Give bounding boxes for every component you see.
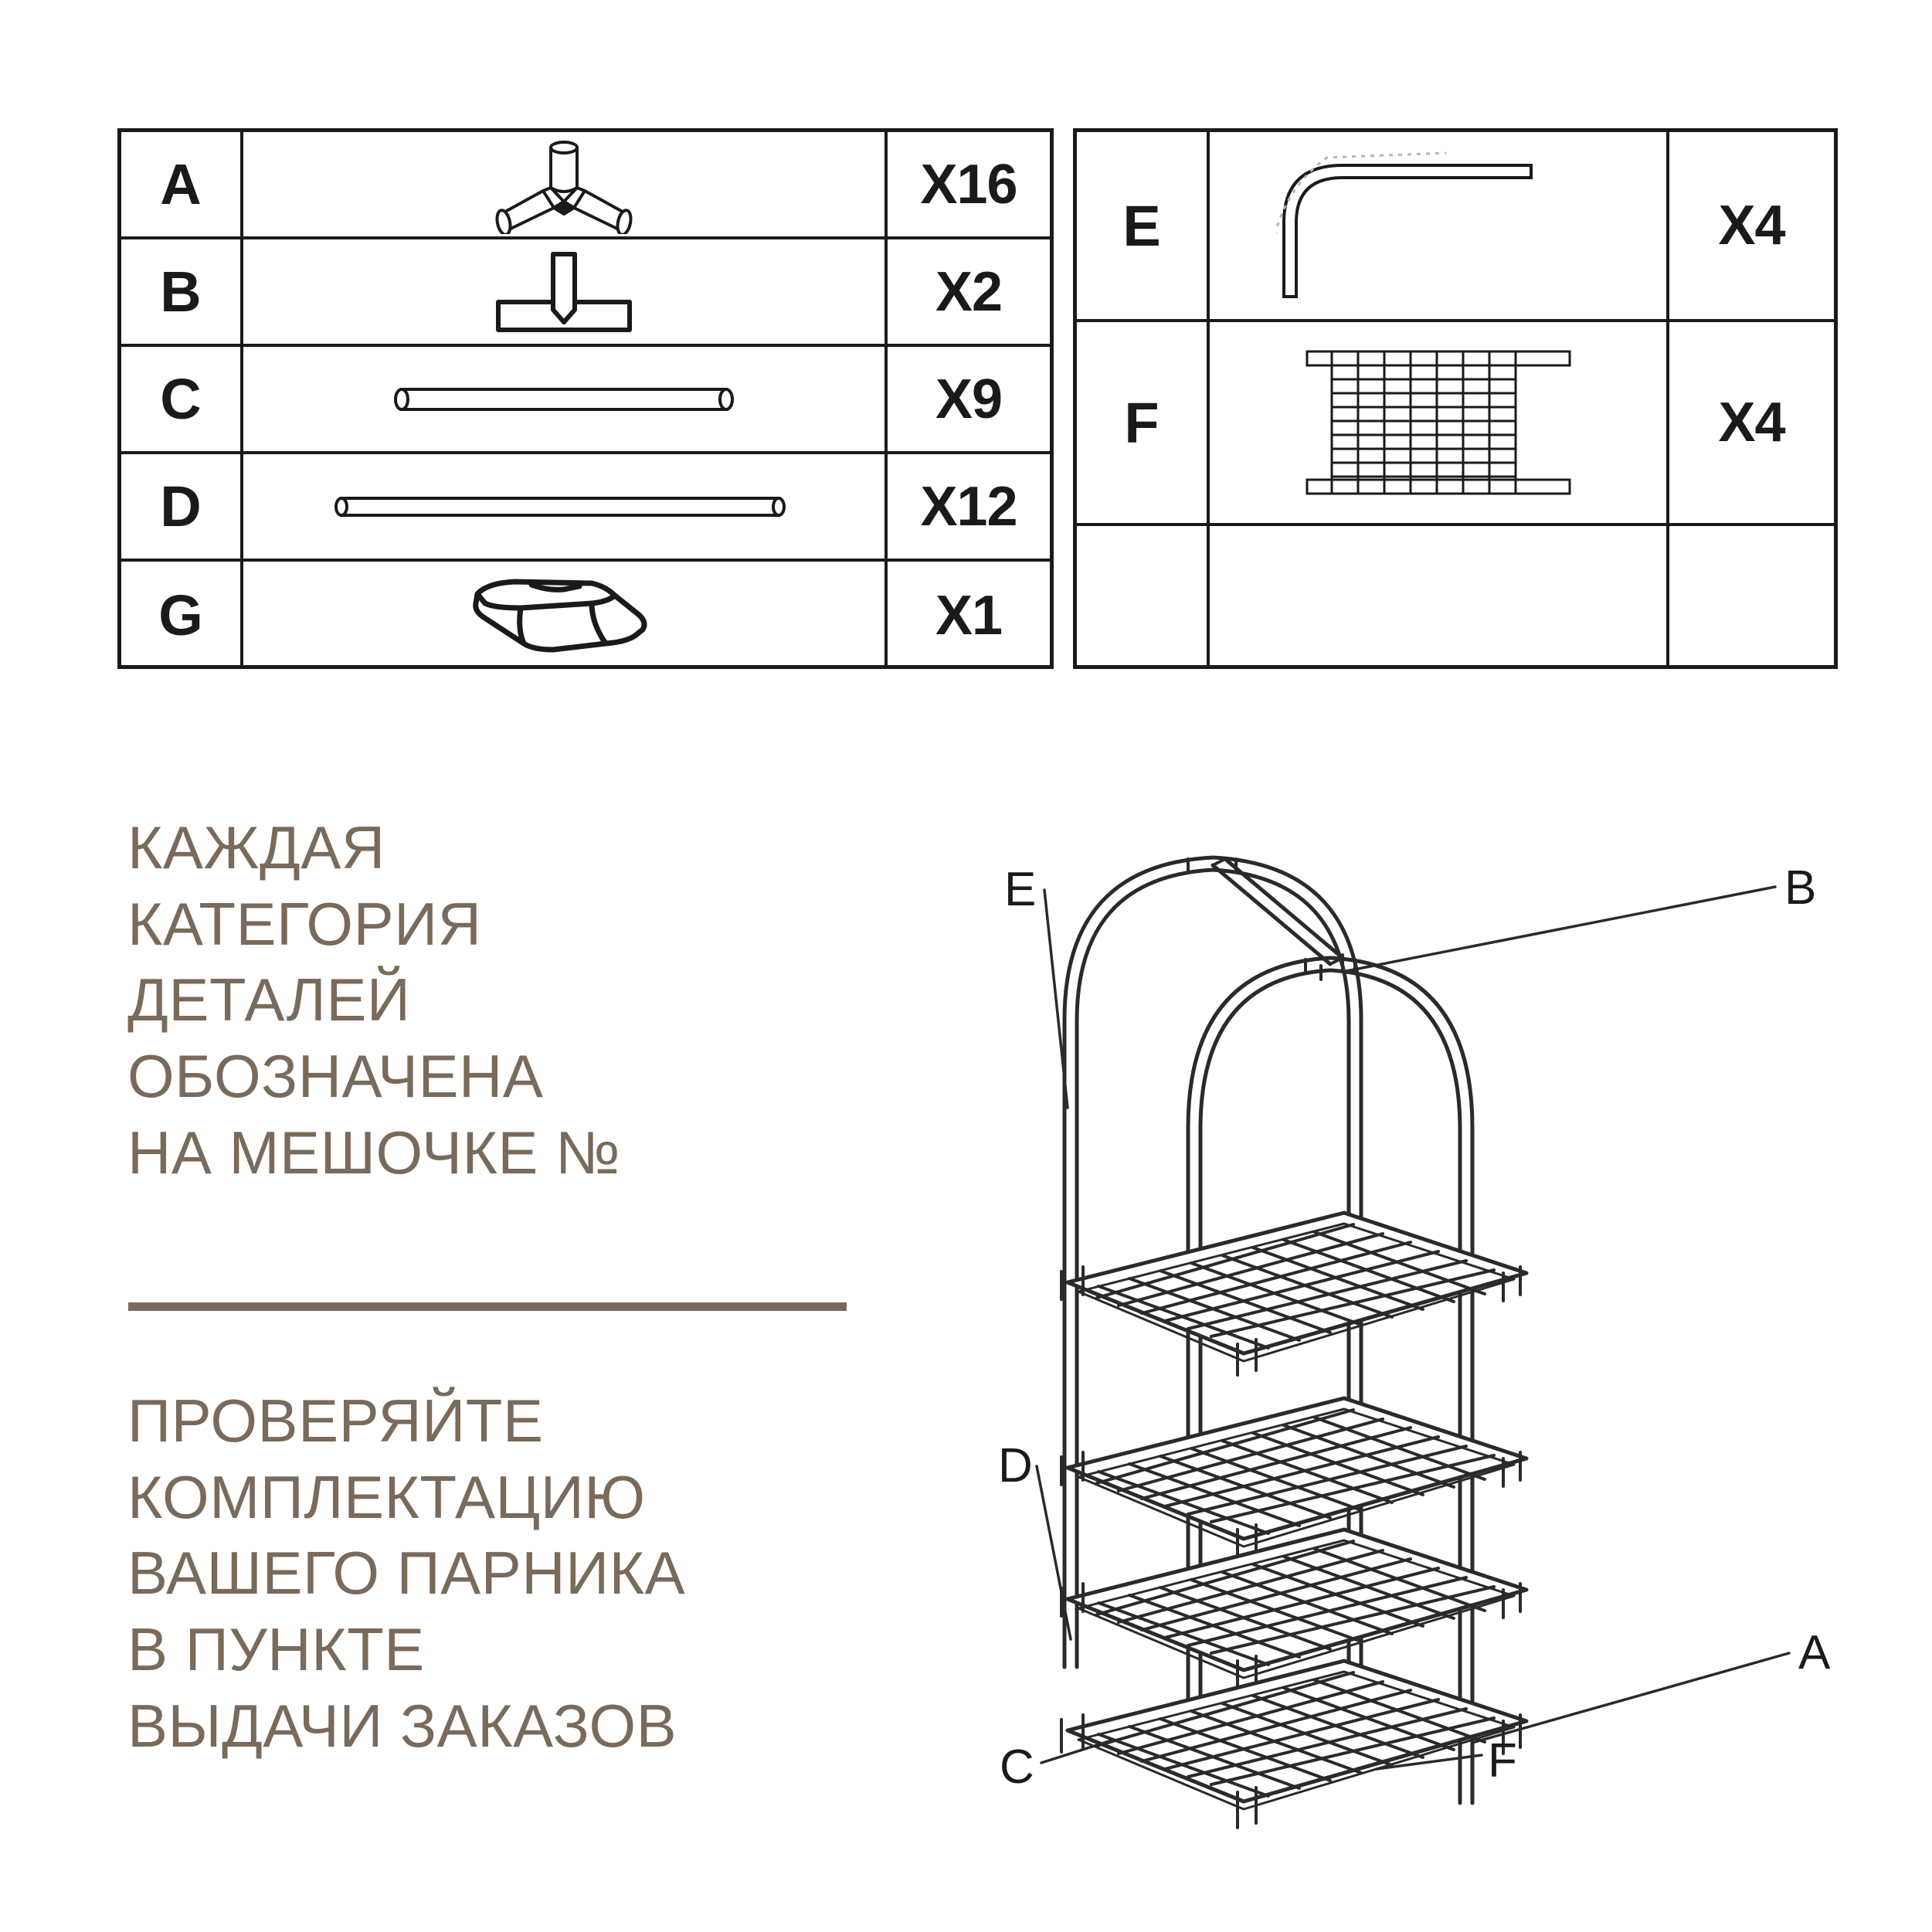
table-row: G X1 xyxy=(121,562,1050,669)
subline-block: ПРОВЕРЯЙТЕ КОМПЛЕКТАЦИЮ ВАШЕГО ПАРНИКА В… xyxy=(127,1383,1016,1764)
part-letter-f: F xyxy=(1077,322,1210,523)
part-letter-empty xyxy=(1077,526,1210,667)
part-qty-g: X1 xyxy=(935,584,1003,647)
part-letter-a: A xyxy=(121,132,243,236)
callout-label-b: B xyxy=(1784,861,1816,915)
part-letter-g: G xyxy=(121,562,243,669)
part-letter-b: B xyxy=(121,239,243,344)
parts-table-left: A xyxy=(117,128,1054,669)
part-qty-e: X4 xyxy=(1718,195,1785,256)
parts-table-right: E X4 F xyxy=(1073,128,1838,669)
table-row: B X2 xyxy=(121,239,1050,347)
three-way-corner-connector-icon xyxy=(243,132,888,236)
part-qty-a: X16 xyxy=(920,153,1017,216)
callout-label-c: C xyxy=(1000,1740,1034,1794)
curved-arch-tube-icon xyxy=(1210,132,1669,319)
callout-label-f: F xyxy=(1488,1734,1517,1788)
rolled-cover-bag-icon xyxy=(243,562,888,669)
headline-block: КАЖДАЯ КАТЕГОРИЯ ДЕТАЛЕЙ ОБОЗНАЧЕНА НА М… xyxy=(127,810,946,1190)
part-qty-c: X9 xyxy=(935,368,1003,430)
part-figure-empty xyxy=(1210,526,1669,667)
table-row: F xyxy=(1077,322,1834,526)
part-qty-f: X4 xyxy=(1718,392,1785,453)
part-qty-d: X12 xyxy=(920,475,1017,538)
table-row-empty xyxy=(1077,526,1834,667)
part-letter-e: E xyxy=(1077,132,1210,319)
subline-text: ПРОВЕРЯЙТЕ КОМПЛЕКТАЦИЮ ВАШЕГО ПАРНИКА В… xyxy=(127,1387,686,1760)
part-qty-b: X2 xyxy=(935,260,1003,323)
table-row: D X12 xyxy=(121,454,1050,562)
headline-text: КАЖДАЯ КАТЕГОРИЯ ДЕТАЛЕЙ ОБОЗНАЧЕНА НА М… xyxy=(127,813,621,1187)
table-row: A xyxy=(121,132,1050,239)
callout-label-d: D xyxy=(998,1439,1033,1492)
parts-list-section: A xyxy=(0,0,1932,742)
callout-label-a: A xyxy=(1798,1626,1831,1679)
table-row: E X4 xyxy=(1077,132,1834,322)
divider-rule xyxy=(128,1302,847,1311)
callout-label-e: E xyxy=(1004,863,1036,916)
part-qty-empty xyxy=(1669,526,1834,667)
table-row: C X9 xyxy=(121,347,1050,454)
greenhouse-rack-diagram: E B D A C F xyxy=(981,772,1900,1869)
long-tube-icon xyxy=(243,454,888,559)
short-tube-icon xyxy=(243,347,888,451)
part-letter-c: C xyxy=(121,347,243,451)
mesh-shelf-panel-icon xyxy=(1210,322,1669,523)
tee-connector-icon xyxy=(243,239,888,344)
part-letter-d: D xyxy=(121,454,243,559)
